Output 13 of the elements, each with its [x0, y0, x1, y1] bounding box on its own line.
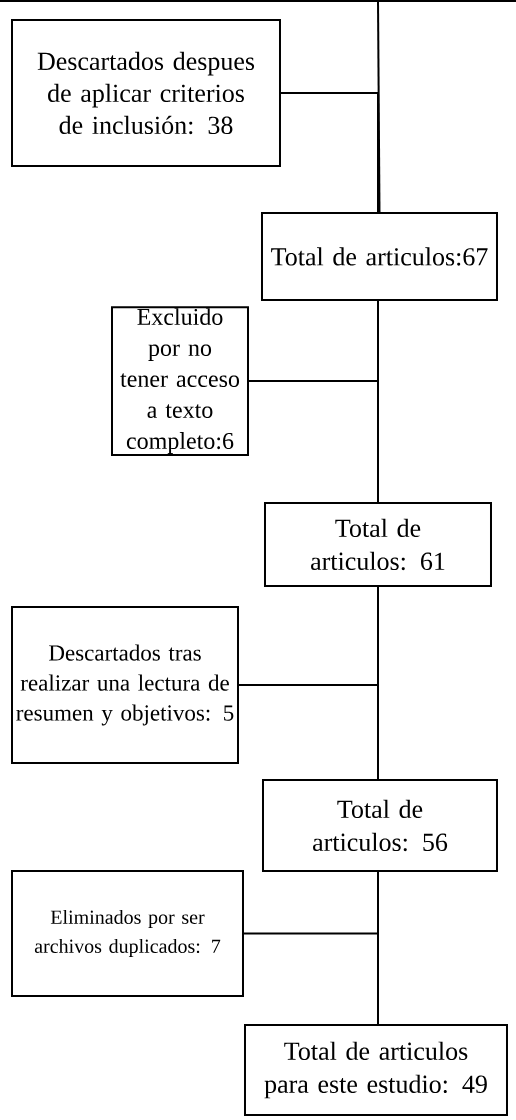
connector-line [248, 380, 379, 503]
connector-line [280, 92, 379, 213]
process-box: Descartados tras realizar una lectura de resumen y objetivos: 5 [11, 606, 239, 764]
process-box: Eliminados por ser archivos duplicados: 7 [11, 870, 244, 997]
process-box: Total de articulos:67 [261, 212, 498, 301]
connector-line [377, 0, 381, 213]
process-box: Total de articulos para este estudio: 49 [244, 1024, 508, 1116]
process-box: Total de articulos: 56 [262, 779, 498, 872]
process-box: Descartados despues de aplicar criterios de inclusión: 38 [11, 19, 281, 167]
connector-line [238, 684, 379, 780]
process-box: Excluido por no tener acceso a texto completo:6 [111, 306, 249, 456]
process-box: Total de articulos: 61 [264, 502, 492, 587]
connector-line [243, 932, 379, 1025]
